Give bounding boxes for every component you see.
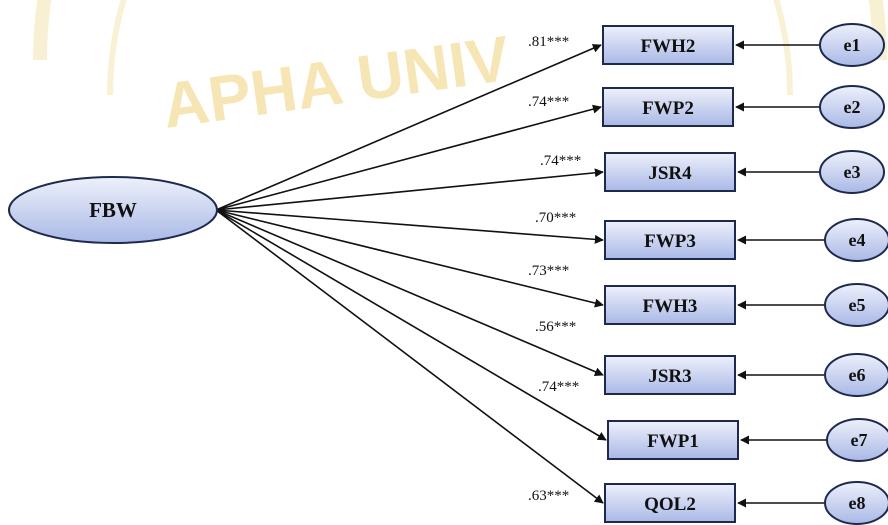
- watermark-text: APHA UNIV: [158, 22, 515, 142]
- error-ellipse: [819, 85, 885, 129]
- error-label: e3: [844, 162, 861, 182]
- error-ellipse: [824, 481, 888, 525]
- loading-coefficient: .63***: [528, 488, 569, 504]
- error-label: e4: [849, 230, 866, 250]
- error-ellipse: [824, 353, 888, 397]
- indicator-label: JSR4: [648, 163, 692, 184]
- loading-arrow: [215, 209, 604, 376]
- error-ellipse: [824, 283, 888, 327]
- latent-ellipse-fbw: [8, 176, 218, 244]
- watermark-seal: APHA UNIV: [33, 0, 887, 142]
- loading-arrow: [215, 44, 602, 211]
- error-ellipse: [824, 218, 888, 262]
- latent-label: FBW: [89, 198, 137, 222]
- loading-arrow: [215, 209, 604, 504]
- error-label: e5: [849, 295, 866, 315]
- indicator-box: [602, 25, 734, 65]
- error-ellipse: [826, 418, 888, 462]
- loading-coefficient: .74***: [540, 153, 581, 169]
- loading-coefficient: .74***: [538, 379, 579, 395]
- nodes-layer: FBW FWH2 e1 .81*** FWP2 e2 .74*** JSR4 e3 .74*** F…: [8, 23, 888, 525]
- loading-coefficient: .70***: [535, 210, 576, 226]
- loading-arrow: [215, 209, 604, 308]
- loading-coefficient: .73***: [528, 263, 569, 279]
- edges-layer: [215, 40, 827, 508]
- error-label: e6: [849, 365, 866, 385]
- indicator-box: [602, 87, 734, 127]
- error-label: e1: [844, 35, 861, 55]
- error-label: e2: [844, 97, 861, 117]
- indicator-label: JSR3: [648, 366, 691, 387]
- loading-arrow: [215, 168, 604, 211]
- indicator-box: [604, 355, 736, 395]
- indicator-label: FWH2: [641, 36, 696, 57]
- indicator-box: [604, 152, 736, 192]
- loading-coefficient: .56***: [535, 319, 576, 335]
- indicator-box: [607, 420, 739, 460]
- error-label: e8: [849, 493, 866, 513]
- indicator-label: FWP3: [644, 231, 696, 252]
- indicator-box: [604, 483, 736, 523]
- indicator-box: [604, 285, 736, 325]
- indicator-label: QOL2: [644, 494, 696, 515]
- indicator-label: FWP2: [642, 98, 694, 119]
- error-ellipse: [819, 23, 885, 67]
- error-label: e7: [851, 430, 868, 450]
- error-ellipse: [819, 150, 885, 194]
- loading-coefficient: .74***: [528, 94, 569, 110]
- loading-arrow: [215, 209, 607, 441]
- indicator-box: [604, 220, 736, 260]
- indicator-label: FWH3: [643, 296, 698, 317]
- loading-coefficient: .81***: [528, 34, 569, 50]
- indicator-label: FWP1: [647, 431, 699, 452]
- loading-arrow: [215, 104, 602, 211]
- loading-arrow: [215, 209, 604, 244]
